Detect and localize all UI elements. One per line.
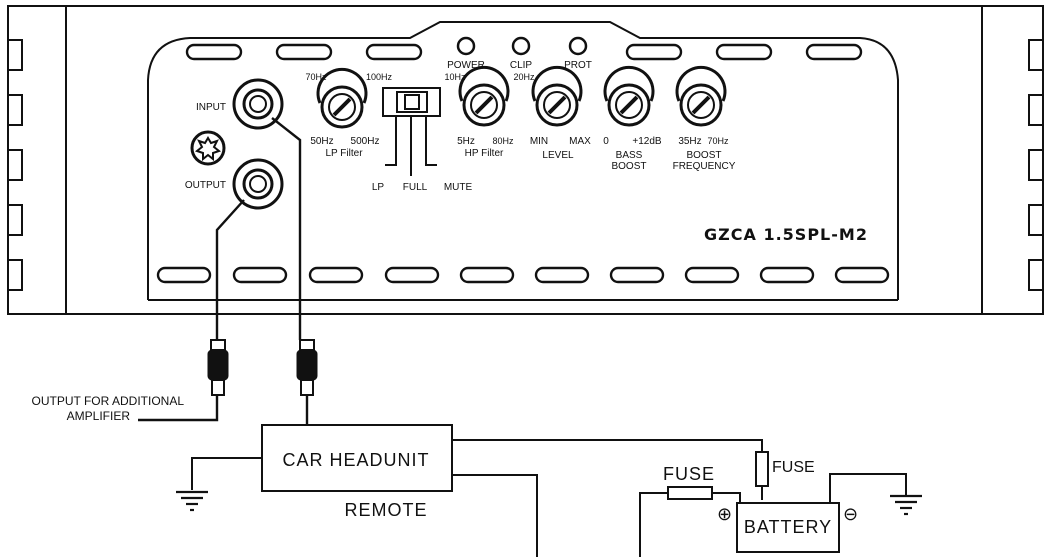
switch-mute-label: MUTE	[444, 182, 473, 193]
rca-plug-input-icon	[296, 339, 318, 396]
remote-label: REMOTE	[344, 500, 427, 520]
battery-negative-icon: ⊖	[843, 504, 859, 524]
boost-freq-min-label: 35Hz	[678, 136, 701, 147]
switch-full-label: FULL	[403, 182, 428, 193]
rca-plug-output-icon	[207, 339, 229, 396]
hp-top-right-label: 20Hz	[513, 72, 535, 82]
boost-freq-title-2: FREQUENCY	[673, 161, 736, 172]
bottom-vents	[156, 266, 890, 284]
amplifier-chassis	[7, 5, 1044, 315]
hp-max-label: 80Hz	[492, 136, 514, 146]
top-vents	[185, 43, 863, 61]
lp-top-right-label: 100Hz	[366, 72, 393, 82]
battery-label: BATTERY	[744, 517, 832, 537]
clip-led-icon	[511, 36, 531, 56]
lp-top-left-label: 70Hz	[305, 72, 327, 82]
prot-led-label: PROT	[564, 60, 592, 71]
boost-freq-max-label: 70Hz	[707, 136, 729, 146]
fuse-vertical-icon	[755, 451, 769, 487]
boost-frequency-knob[interactable]	[675, 65, 727, 127]
level-min-label: MIN	[530, 136, 548, 147]
level-title: LEVEL	[542, 150, 574, 161]
lp-max-label: 500Hz	[351, 136, 380, 147]
fuse-left-label: FUSE	[663, 464, 715, 484]
hp-filter-knob[interactable]	[458, 65, 510, 127]
level-knob[interactable]	[531, 65, 583, 127]
hp-min-label: 5Hz	[457, 136, 475, 147]
model-number: GZCA 1.5SPL-M2	[704, 225, 868, 244]
ground-symbol-headunit-icon	[176, 490, 208, 512]
crossover-mode-switch[interactable]	[382, 87, 441, 117]
bass-boost-max-label: +12dB	[632, 136, 662, 147]
hp-top-left-label: 10Hz	[444, 72, 466, 82]
bass-boost-knob[interactable]	[603, 65, 655, 127]
boost-freq-title-1: BOOST	[686, 150, 721, 161]
rca-cables	[138, 117, 309, 425]
battery-positive-icon: ⊕	[717, 504, 733, 524]
rca-output-jack[interactable]	[232, 158, 284, 210]
lp-filter-knob[interactable]	[316, 67, 368, 129]
led-indicators: POWER CLIP PROT	[447, 36, 592, 71]
additional-output-line2: AMPLIFIER	[67, 409, 131, 423]
fuse-inline-icon	[667, 486, 713, 500]
bass-boost-min-label: 0	[603, 136, 609, 147]
ground-screw-icon	[190, 130, 226, 166]
hp-filter-title: HP Filter	[465, 148, 504, 159]
switch-leader-lines	[385, 116, 437, 176]
bass-boost-title-1: BASS	[616, 150, 643, 161]
ground-symbol-battery-icon	[890, 494, 922, 516]
headunit-wires	[191, 439, 907, 557]
additional-output-line1: OUTPUT FOR ADDITIONAL	[32, 394, 185, 408]
fuse-right-label: FUSE	[772, 459, 815, 476]
car-headunit-box	[261, 424, 453, 492]
switch-lp-label: LP	[372, 182, 385, 193]
rca-input-jack[interactable]	[232, 78, 284, 130]
lp-min-label: 50Hz	[310, 136, 333, 147]
input-label: INPUT	[196, 102, 226, 113]
lp-filter-title: LP Filter	[325, 148, 363, 159]
level-max-label: MAX	[569, 136, 591, 147]
prot-led-icon	[568, 36, 588, 56]
clip-led-label: CLIP	[510, 60, 533, 71]
battery-box	[736, 502, 840, 553]
bass-boost-title-2: BOOST	[611, 161, 646, 172]
output-label: OUTPUT	[185, 180, 226, 191]
car-headunit-label: CAR HEADUNIT	[282, 450, 429, 470]
power-led-icon	[456, 36, 476, 56]
power-led-label: POWER	[447, 60, 485, 71]
